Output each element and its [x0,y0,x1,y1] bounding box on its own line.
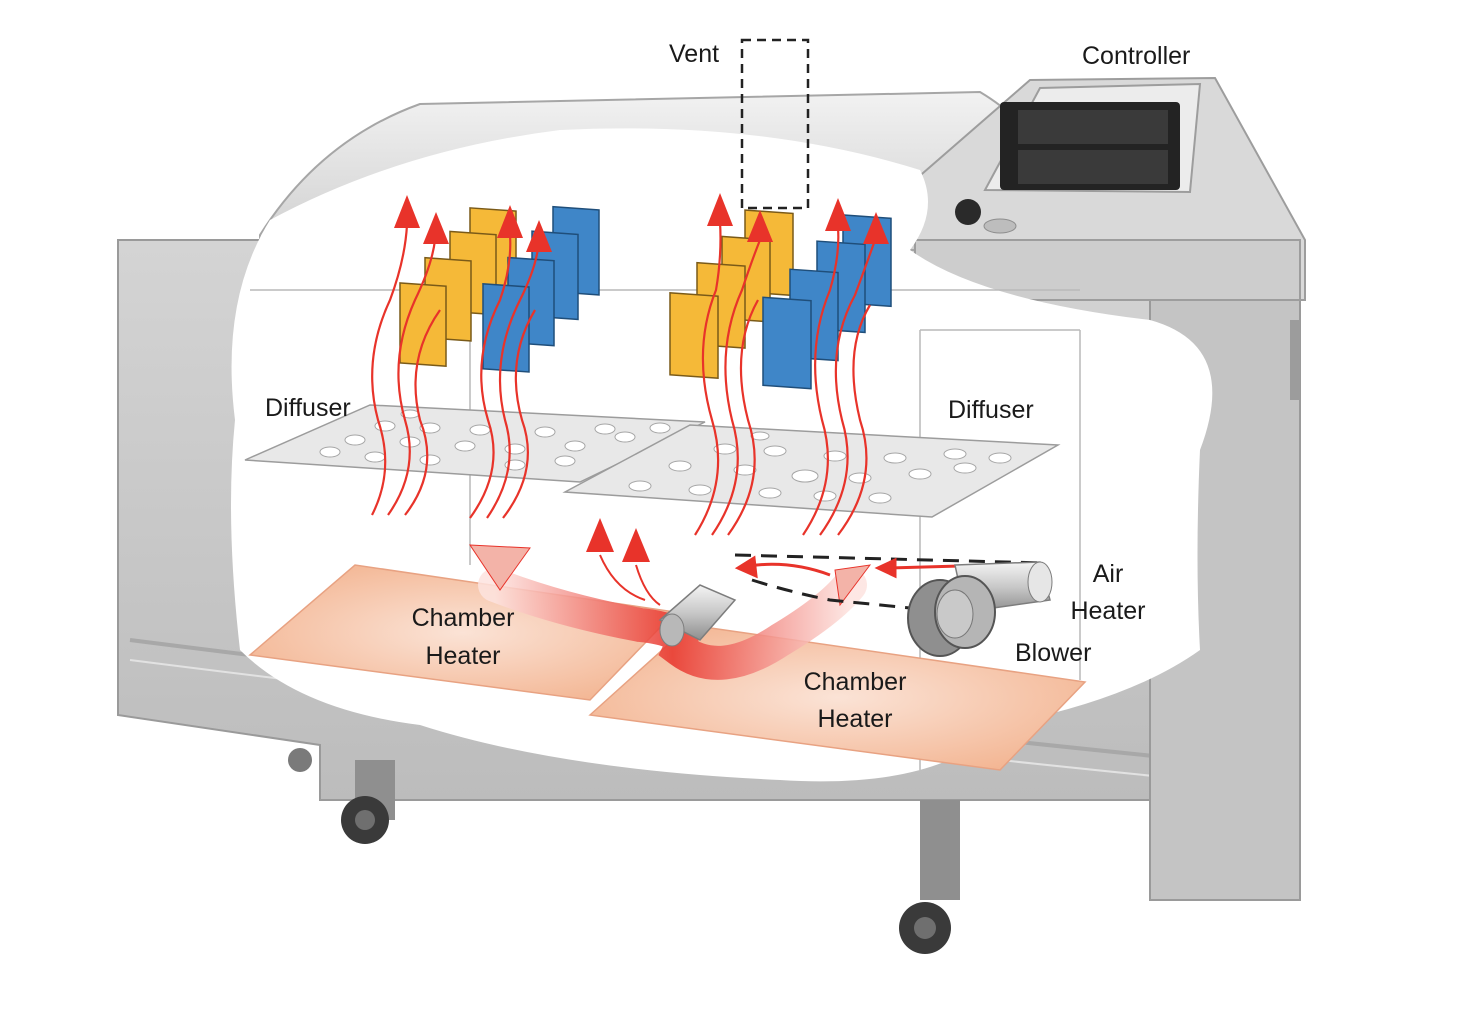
chamber-heater-right-label-line2: Heater [817,705,892,733]
controller-unit [914,76,1306,301]
airflow-arrow-icon [371,221,877,536]
control-knob-icon [955,199,981,225]
vent-label: Vent [669,40,719,68]
air-heater-label-line2: Heater [1070,597,1145,625]
diffuser-right-plate [562,424,1061,518]
sample-panel-icon [482,205,600,373]
airflow-arrowheads [394,193,889,562]
diffuser-left-label: Diffuser [265,394,351,422]
chamber-heater-right-label-line1: Chamber [804,668,907,696]
airflow-arrow-icon [734,555,961,579]
diffuser-right-label: Diffuser [948,396,1034,424]
blower-label: Blower [1015,639,1091,667]
legs-and-casters [288,748,960,954]
caster-wheel-icon [899,902,951,954]
sample-panels [399,205,892,390]
vent-outline [740,38,810,210]
blower-icon [907,575,996,657]
chamber-heater-left-label-line2: Heater [425,642,500,670]
air-heater-label-line1: Air [1093,560,1124,588]
chamber-heater-left-label-line1: Chamber [412,604,515,632]
circulation-flow [469,544,872,680]
air-duct [734,553,1046,610]
atomizer-nozzle [658,584,737,647]
controller-label: Controller [1082,42,1190,70]
caster-wheel-icon [341,796,389,844]
